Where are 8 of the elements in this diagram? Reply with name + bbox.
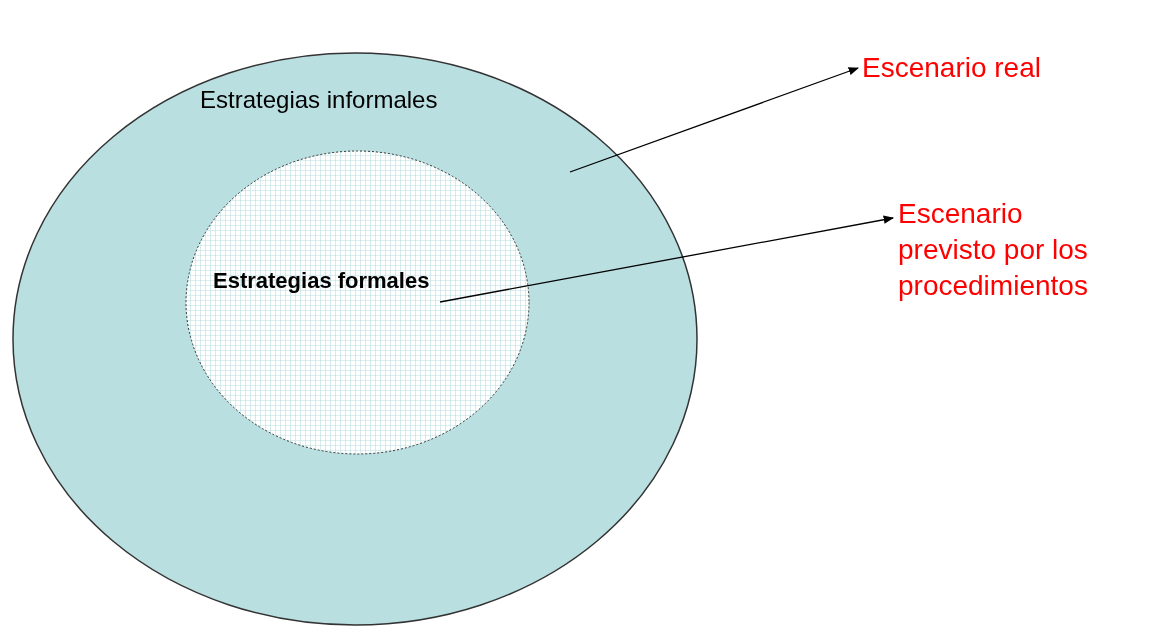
leader-arrow [569,67,859,173]
circle-label: Estrategias formales [213,268,430,294]
callout-label: Escenario previsto por los procedimientos [898,196,1120,304]
callout-label: Escenario real [862,50,1122,86]
circle-label: Estrategias informales [200,86,438,114]
outer-circle [12,52,698,626]
leader-arrow [439,215,894,303]
inner-circle [185,150,530,455]
